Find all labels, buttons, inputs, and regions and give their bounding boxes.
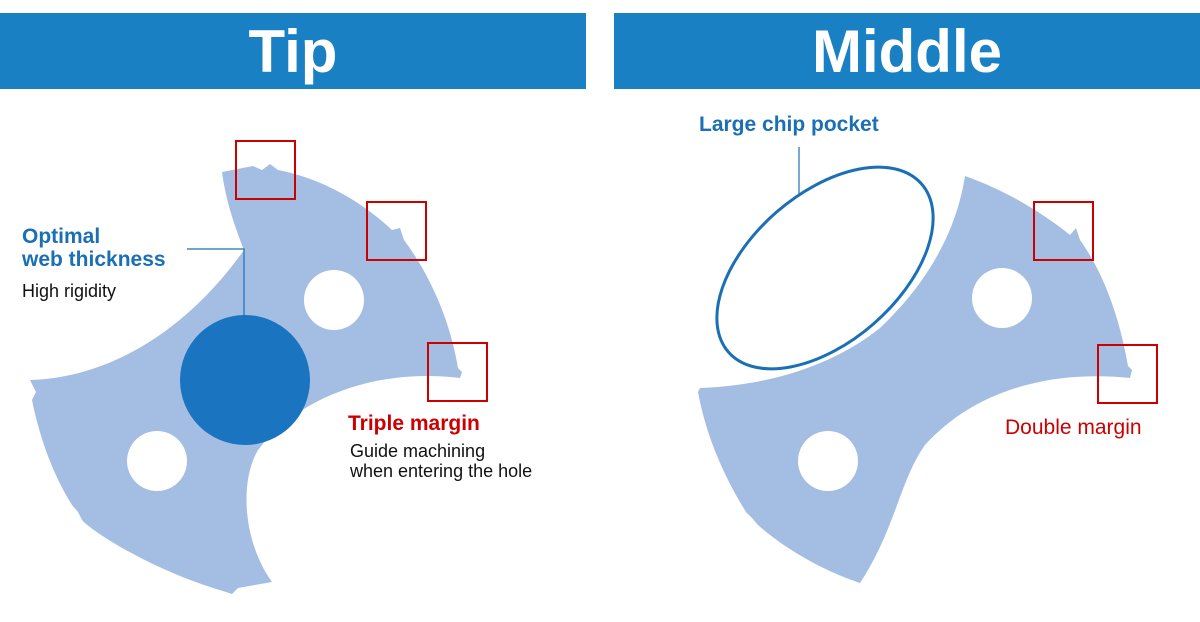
- chip-pocket-title: Large chip pocket: [699, 113, 879, 136]
- triple-margin-title: Triple margin: [348, 412, 480, 435]
- middle-margin-box-top: [1033, 201, 1094, 261]
- tip-header: Tip: [0, 13, 586, 89]
- web-thickness-title: Optimal web thickness: [22, 225, 166, 271]
- middle-coolant-hole-lower: [798, 431, 858, 491]
- tip-margin-box-lower: [427, 342, 488, 402]
- middle-drill-section: [698, 147, 1158, 583]
- tip-margin-box-right: [366, 201, 427, 261]
- tip-web-core: [180, 315, 310, 445]
- tip-web-leader-line: [187, 248, 245, 318]
- tip-margin-box-top: [235, 140, 296, 200]
- triple-margin-subtext: Guide machining when entering the hole: [350, 441, 532, 481]
- tip-coolant-hole-lower: [127, 431, 187, 491]
- web-thickness-subtext: High rigidity: [22, 281, 117, 301]
- tip-drill-section: [30, 140, 488, 594]
- middle-header: Middle: [614, 13, 1200, 89]
- double-margin-title: Double margin: [1005, 416, 1142, 439]
- triple-margin-subtext-line1: Guide machining: [350, 441, 486, 461]
- web-thickness-title-line2: web thickness: [22, 248, 166, 271]
- middle-drill-body: [698, 176, 1132, 583]
- middle-margin-box-lower: [1097, 344, 1158, 404]
- middle-coolant-hole-upper: [972, 268, 1032, 328]
- middle-header-text: Middle: [812, 17, 1002, 85]
- triple-margin-subtext-line2: when entering the hole: [350, 461, 533, 481]
- tip-coolant-hole-upper: [304, 270, 364, 330]
- web-thickness-title-line1: Optimal: [22, 225, 101, 248]
- tip-header-text: Tip: [248, 17, 338, 85]
- middle-chip-pocket-outline: [715, 165, 935, 371]
